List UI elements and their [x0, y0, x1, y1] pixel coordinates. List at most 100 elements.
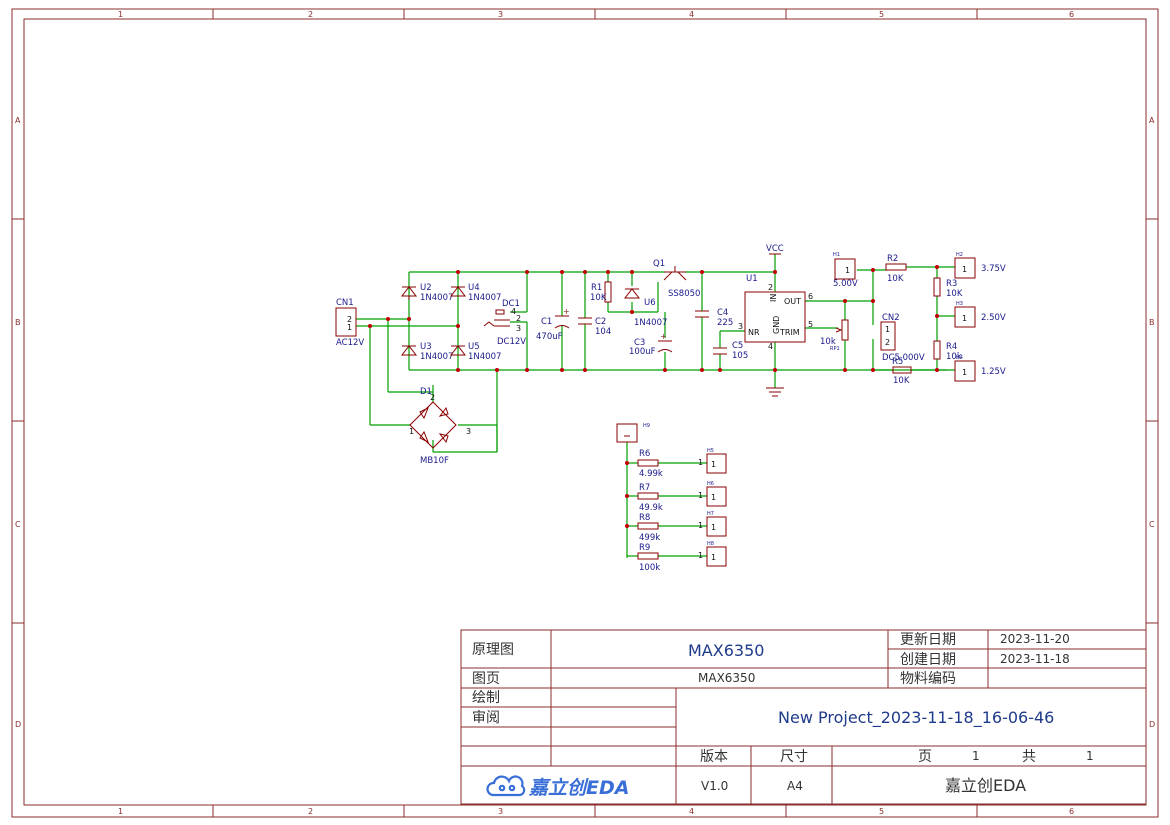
header-h5[interactable]: 1 1 H5 [698, 448, 727, 474]
col-label: 2 [308, 807, 313, 816]
dc1-pin: 2 [516, 314, 521, 323]
row-label: A [1149, 116, 1155, 125]
diode-u2[interactable]: U2 1N4007 [400, 283, 453, 303]
column-labels-top: 1 2 3 4 5 6 [118, 10, 1074, 19]
col-label: 1 [118, 807, 123, 816]
capacitor-c1[interactable]: + C1 470uF [536, 307, 570, 342]
r1-value: 10K [590, 293, 607, 303]
col-label: 2 [308, 10, 313, 19]
h7-pin: 1 [711, 523, 716, 532]
c4-value: 225 [717, 318, 733, 328]
diode-u4[interactable]: U4 1N4007 [449, 283, 501, 303]
cn1-value: AC12V [336, 338, 364, 348]
created-label: 创建日期 [900, 652, 956, 668]
row-label: D [1149, 720, 1155, 729]
doc-name: MAX6350 [688, 641, 764, 660]
header-h9[interactable]: H9 [616, 423, 650, 443]
cn1-pin: 2 [347, 315, 352, 324]
d1-pin: 2 [430, 393, 435, 402]
diode-u5[interactable]: U5 1N4007 [449, 342, 501, 362]
column-labels-bottom: 1 2 3 4 5 6 [118, 807, 1074, 816]
resistor-r3[interactable]: R3 10K [933, 277, 963, 299]
capacitor-c5[interactable]: C5 105 [713, 341, 748, 361]
u4-ref: U4 [468, 283, 480, 293]
header-h6[interactable]: 1 1 H6 [698, 481, 727, 507]
h1-ref: H1 [833, 252, 840, 258]
header-h4[interactable]: 1 H4 1.25V [954, 355, 1006, 382]
u1-pin-num: 6 [808, 292, 813, 301]
jlc-eda-logo: 嘉立创EDA [486, 775, 629, 799]
resistor-r4[interactable]: R4 10k [933, 340, 962, 362]
col-label: 1 [118, 10, 123, 19]
rp1-ref: RP1 [830, 346, 840, 352]
header-h8[interactable]: 1 1 H8 [698, 541, 727, 567]
row-label: D [15, 720, 21, 729]
q1-ref: Q1 [653, 259, 665, 269]
transistor-q1[interactable]: Q1 SS8050 [653, 259, 700, 299]
u6-value: 1N4007 [634, 318, 667, 328]
h8-pin: 1 [711, 553, 716, 562]
resistor-r6[interactable]: R6 4.99k [637, 449, 663, 479]
u2-value: 1N4007 [420, 293, 453, 303]
cloud-logo-icon [486, 775, 526, 797]
h5-pin-num: 1 [698, 458, 703, 467]
junctions [368, 265, 939, 528]
r6-value: 4.99k [639, 469, 663, 479]
resistor-r1[interactable]: R1 10K [590, 281, 612, 303]
r5-value: 10K [893, 376, 910, 386]
dc-jack-dc1[interactable]: DC1 DC12V 4 2 3 [483, 299, 526, 347]
d1-pin: 1 [409, 427, 414, 436]
r4-value: 10k [946, 352, 962, 362]
r4-ref: R4 [946, 342, 957, 352]
capacitor-c2[interactable]: C2 104 [578, 317, 611, 337]
header-h3[interactable]: 1 H3 2.50V [954, 301, 1006, 328]
dc1-pin: 4 [511, 307, 516, 316]
resistor-r9[interactable]: R9 100k [637, 543, 660, 573]
c5-ref: C5 [732, 341, 743, 351]
capacitor-c3[interactable]: + C3 100uF [629, 332, 673, 357]
u1-pin-trim: TRIM [779, 328, 800, 337]
review-label: 审阅 [472, 710, 500, 726]
header-h2[interactable]: 1 H2 3.75V [954, 252, 1006, 279]
material-label: 物料编码 [900, 671, 956, 687]
potentiometer-rp1[interactable]: 10k RP1 [820, 319, 849, 352]
capacitor-c4[interactable]: C4 225 [695, 308, 733, 328]
col-label: 4 [689, 807, 694, 816]
ic-u1[interactable]: U1 OUT TRIM NR IN GND 2 6 3 5 4 [738, 274, 813, 351]
diode-u6[interactable]: U6 1N4007 [623, 288, 667, 328]
connector-cn1[interactable]: CN1 AC12V 2 1 [335, 298, 364, 348]
company-name: 嘉立创EDA [945, 776, 1026, 795]
connector-cn2[interactable]: CN2 DC5.000V 1 2 [880, 313, 925, 363]
resistor-r8[interactable]: R8 499k [637, 513, 660, 543]
col-label: 6 [1069, 10, 1074, 19]
col-label: 5 [879, 807, 884, 816]
h8-pin-num: 1 [698, 551, 703, 560]
r9-value: 100k [639, 563, 660, 573]
col-label: 6 [1069, 807, 1074, 816]
resistor-r2[interactable]: R2 10K [885, 254, 907, 284]
header-h1[interactable]: 1 H1 5.00V [833, 252, 858, 289]
c3-value: 100uF [629, 347, 656, 357]
resistor-r7[interactable]: R7 49.9k [637, 483, 663, 513]
h6-pin-num: 1 [698, 491, 703, 500]
q1-value: SS8050 [668, 289, 700, 299]
cn1-pin: 1 [347, 323, 352, 332]
resistor-r5[interactable]: R5 10K [892, 357, 912, 386]
h3-value: 2.50V [981, 313, 1006, 323]
h1-pin: 1 [845, 266, 850, 275]
header-h7[interactable]: 1 1 H7 [698, 511, 727, 537]
row-label: B [1149, 318, 1155, 327]
bridge-rectifier-d1[interactable]: D1 MB10F 2 1 3 [409, 387, 471, 466]
h2-ref: H2 [956, 252, 963, 258]
size-value: A4 [787, 779, 803, 793]
cn1-ref: CN1 [336, 298, 354, 308]
c2-ref: C2 [595, 317, 606, 327]
diode-u3[interactable]: U3 1N4007 [400, 342, 453, 362]
h6-ref: H6 [707, 481, 714, 487]
u1-pin-out: OUT [784, 297, 801, 306]
size-label: 尺寸 [780, 749, 808, 765]
page-number: 1 [972, 749, 980, 763]
cn2-value: DC5.000V [882, 353, 925, 363]
total-word: 共 [1022, 749, 1036, 765]
h3-ref: H3 [956, 301, 963, 307]
